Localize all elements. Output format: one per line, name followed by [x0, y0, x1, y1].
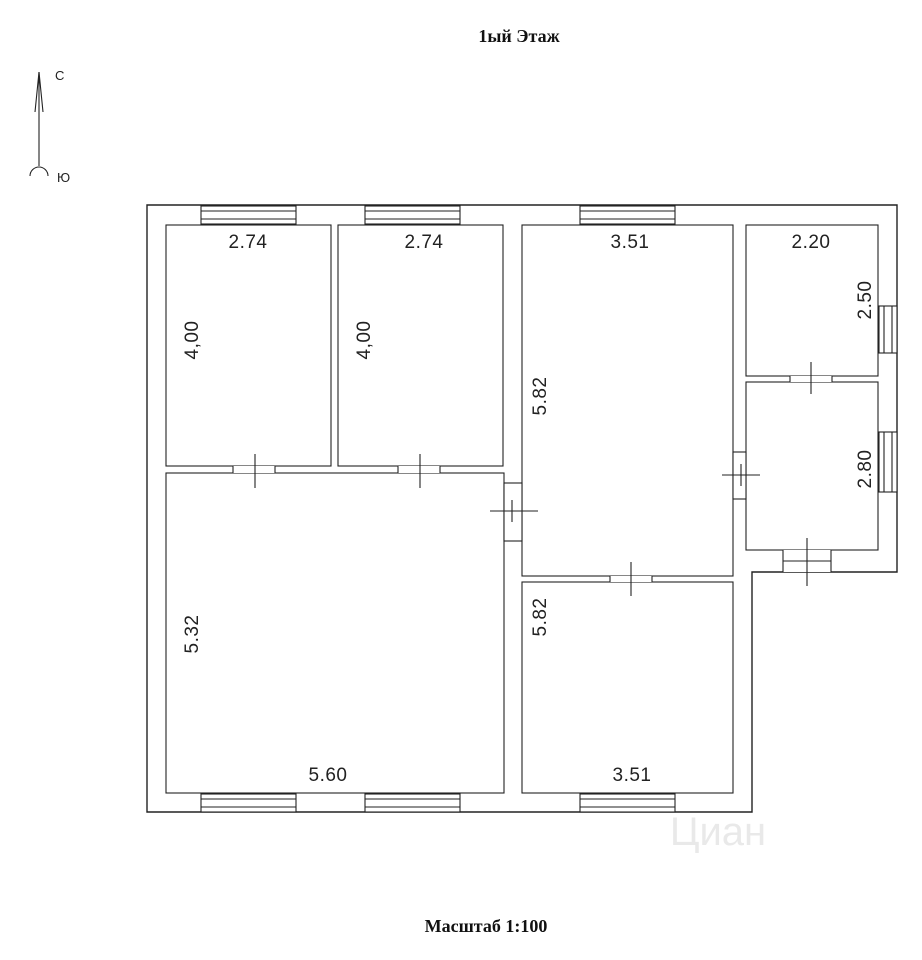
living-room-width: 5.60	[309, 765, 348, 786]
room-living	[165, 472, 505, 794]
scale-label: Масштаб 1:100	[425, 916, 548, 936]
central-room-length: 5.82	[530, 377, 551, 416]
bedroom-1-length: 4,00	[182, 321, 203, 360]
small-room-bottom-length: 2.80	[855, 450, 876, 489]
compass-north-label: С	[55, 68, 64, 83]
exterior-walls	[146, 204, 898, 813]
compass-south-label: Ю	[57, 170, 70, 185]
bedroom-2-length: 4,00	[354, 321, 375, 360]
bedroom-1-width: 2.74	[229, 232, 268, 253]
room-lower	[521, 581, 734, 794]
page-title: 1ый Этаж	[478, 26, 560, 46]
watermark: Циан	[670, 810, 766, 854]
north-arrow-icon	[29, 71, 49, 177]
central-room-width: 3.51	[611, 232, 650, 253]
lower-room-width: 3.51	[613, 765, 652, 786]
small-room-top-width: 2.20	[792, 232, 831, 253]
doors	[232, 362, 833, 596]
living-room-length: 5.32	[182, 615, 203, 654]
lower-room-length: 5.82	[530, 598, 551, 637]
windows	[200, 205, 898, 813]
bedroom-2-width: 2.74	[405, 232, 444, 253]
small-room-top-length: 2.50	[855, 281, 876, 320]
dimension-labels: 2.74 4,00 2.74 4,00 5.60 5.32 3.51 5.82 …	[182, 232, 876, 786]
room-central	[521, 224, 734, 577]
